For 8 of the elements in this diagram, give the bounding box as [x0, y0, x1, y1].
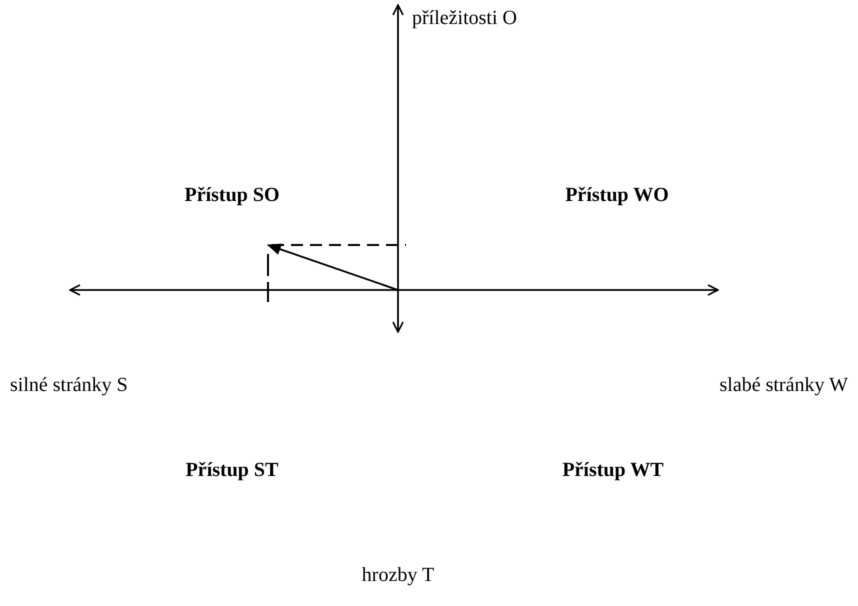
- axis-label: hrozby T: [362, 563, 434, 587]
- axis-label: příležitosti O: [412, 6, 517, 30]
- axis-label: slabé stránky W: [720, 373, 848, 397]
- quadrant-label: Přístup WT: [562, 458, 664, 482]
- axis-label: silné stránky S: [10, 373, 128, 397]
- quadrant-label: Přístup SO: [184, 183, 280, 207]
- quadrant-label: Přístup WO: [565, 183, 669, 207]
- quadrant-label: Přístup ST: [186, 458, 278, 482]
